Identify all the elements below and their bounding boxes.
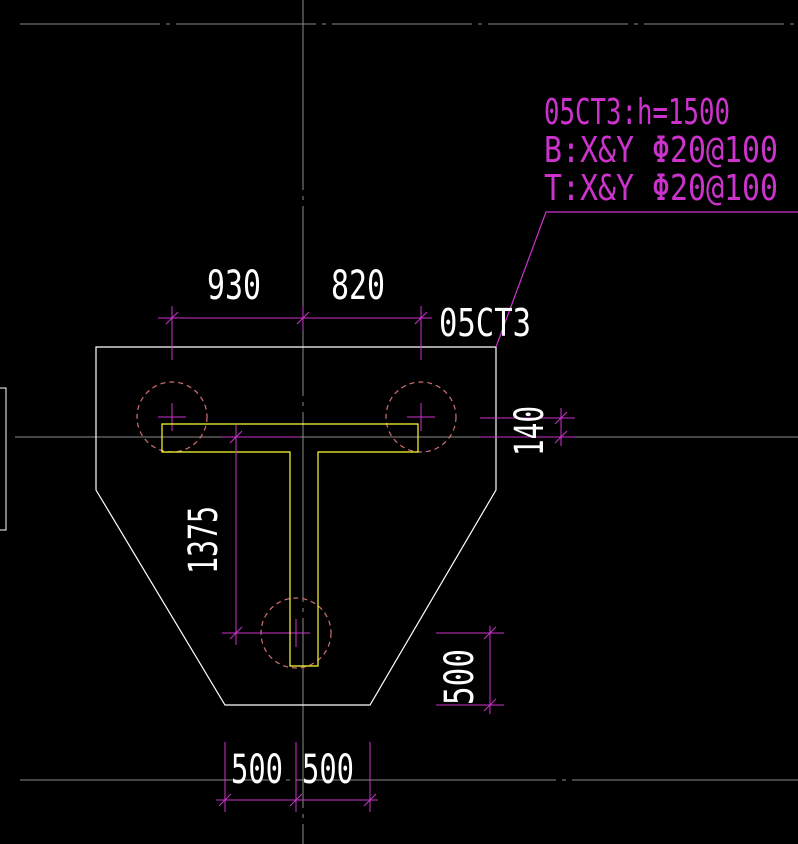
t-shaped-wall	[161, 423, 419, 667]
annotation-line-2: B:X&Y Φ20@100	[544, 130, 778, 171]
dim-1375-tick-top	[229, 430, 243, 444]
annotation-leader	[495, 211, 798, 348]
annotation-block: 05CT3:h=1500 B:X&Y Φ20@100 T:X&Y Φ20@100	[544, 92, 778, 209]
grid-axes	[15, 0, 798, 844]
dim-bottom-tick-left	[218, 793, 232, 807]
dim-top-tick-right	[414, 311, 428, 325]
dim-label-1375: 1375	[181, 506, 227, 574]
dim-label-140: 140	[507, 406, 553, 456]
cap-tag: 05CT3	[439, 301, 531, 345]
dim-500-right-tick-top	[483, 626, 497, 640]
dim-top-tick-left	[165, 311, 179, 325]
pile-centers	[158, 403, 435, 647]
dim-label-930: 930	[207, 263, 261, 309]
dim-label-500-bottom-left: 500	[231, 747, 283, 793]
dim-label-820: 820	[331, 263, 385, 309]
pile-right	[385, 381, 457, 453]
annotation-line-1: 05CT3:h=1500	[544, 92, 730, 133]
left-edge-fragment	[0, 387, 7, 531]
dim-1375-tick-bottom	[229, 626, 243, 640]
dim-500-right-tick-bottom	[483, 698, 497, 712]
dim-label-500-bottom-right: 500	[302, 747, 354, 793]
dimension-lines	[158, 306, 575, 812]
dim-140-tick-top	[554, 411, 568, 425]
dim-140-tick-bottom	[554, 430, 568, 444]
dim-label-500-right: 500	[437, 649, 483, 705]
annotation-line-3: T:X&Y Φ20@100	[544, 168, 778, 209]
dim-bottom-tick-right	[363, 793, 377, 807]
dim-bottom-tick-mid	[289, 793, 303, 807]
dim-top-tick-mid	[296, 311, 310, 325]
dimension-labels: 930 820 140 1375 500 500 500	[181, 263, 553, 793]
